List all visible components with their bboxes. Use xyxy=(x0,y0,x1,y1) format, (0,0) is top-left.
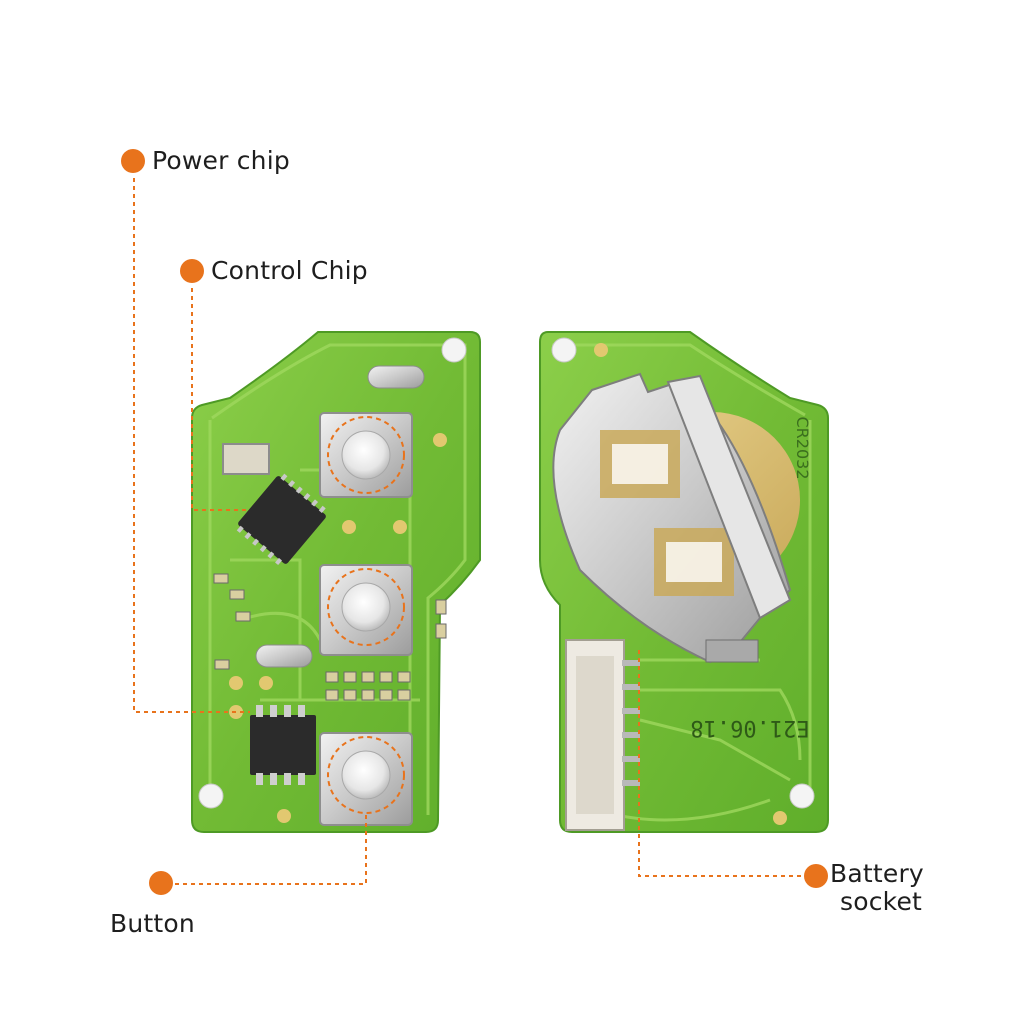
mount-hole xyxy=(441,337,467,363)
crystal xyxy=(367,365,425,389)
battery-type-marking: CR2032 xyxy=(793,416,812,479)
tactile-button xyxy=(319,412,413,498)
battery-socket-label-line1: Battery xyxy=(830,859,924,888)
battery-socket-marker xyxy=(804,864,828,888)
power-chip-label: Power chip xyxy=(152,146,290,175)
power-chip xyxy=(250,705,316,785)
power-chip-marker xyxy=(121,149,145,173)
mount-hole xyxy=(198,783,224,809)
pcb-front xyxy=(191,331,481,833)
mount-hole xyxy=(789,783,815,809)
button-label: Button xyxy=(110,909,195,938)
control-chip xyxy=(236,473,326,566)
pcb-back: E21.06.18 CR2032 xyxy=(539,331,829,833)
button-marker xyxy=(149,871,173,895)
mount-hole xyxy=(551,337,577,363)
battery-socket-label: Battery socket xyxy=(830,860,924,916)
crystal xyxy=(255,644,313,668)
tactile-button xyxy=(319,564,413,656)
battery-socket xyxy=(565,639,640,831)
battery-socket-label-line2: socket xyxy=(840,887,923,916)
tactile-button xyxy=(319,732,413,826)
control-chip-label: Control Chip xyxy=(211,256,368,285)
date-code-marking: E21.06.18 xyxy=(690,715,809,740)
control-chip-marker xyxy=(180,259,204,283)
battery-holder xyxy=(552,372,792,664)
